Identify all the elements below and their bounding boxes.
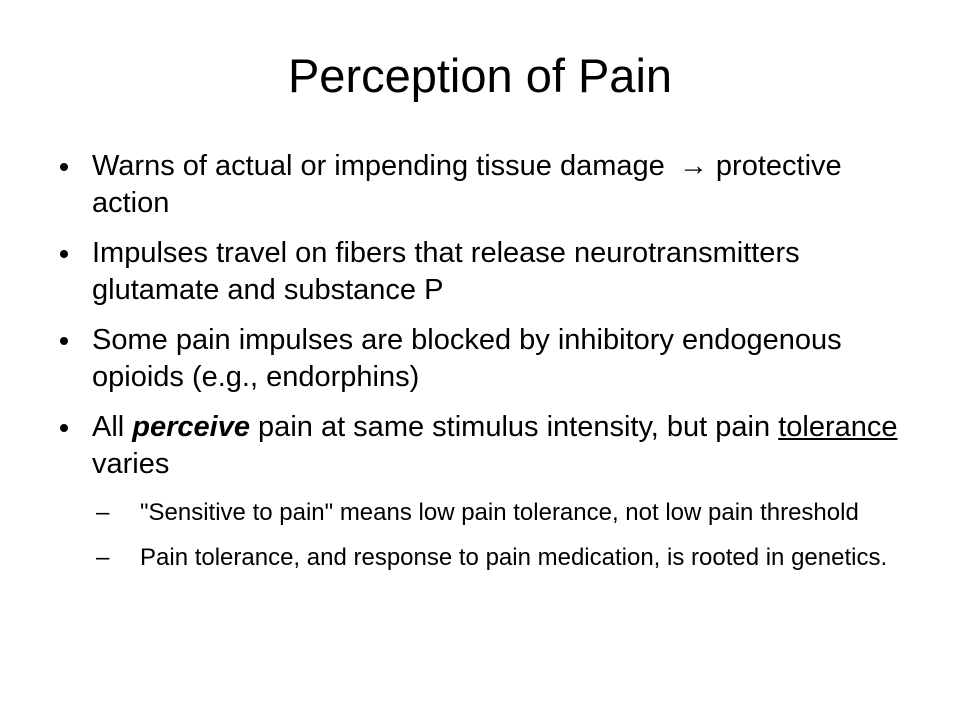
bullet-item: Warns of actual or impending tissue dama… <box>60 148 908 222</box>
subbullet-text: "Sensitive to pain" means low pain toler… <box>140 499 859 526</box>
bullet-text: Some pain impulses are blocked by inhibi… <box>92 324 842 393</box>
bullet-text-post: varies <box>92 448 170 480</box>
right-arrow-icon: → <box>678 150 708 182</box>
bullet-text: Impulses travel on fibers that release n… <box>92 237 800 306</box>
bullet-text-mid: pain at same stimulus intensity, but pai… <box>250 411 779 443</box>
bullet-text: Warns of actual or impending tissue dama… <box>92 150 665 182</box>
bullet-dot-icon <box>60 337 68 345</box>
subbullet-item: – Pain tolerance, and response to pain m… <box>60 542 908 573</box>
emphasized-word: perceive <box>132 411 250 443</box>
dash-icon: – <box>96 499 110 526</box>
slide-title: Perception of Pain <box>287 49 673 102</box>
bullet-dot-icon <box>60 250 68 258</box>
underlined-word: tolerance <box>778 411 898 443</box>
bullet-text-continued: protective action <box>92 150 842 219</box>
bullet-item: Some pain impulses are blocked by inhibi… <box>60 322 908 396</box>
bullet-dot-icon <box>60 424 68 432</box>
bullet-list: Warns of actual or impending tissue dama… <box>60 148 908 573</box>
bullet-text-pre: All <box>92 411 133 443</box>
dash-icon: – <box>96 544 110 571</box>
bullet-dot-icon <box>60 163 68 171</box>
bullet-item: Impulses travel on fibers that release n… <box>60 235 908 309</box>
bullet-item: All perceive pain at same stimulus inten… <box>60 409 908 483</box>
subbullet-item: – "Sensitive to pain" means low pain tol… <box>60 497 908 528</box>
subbullet-text: Pain tolerance, and response to pain med… <box>140 544 888 571</box>
